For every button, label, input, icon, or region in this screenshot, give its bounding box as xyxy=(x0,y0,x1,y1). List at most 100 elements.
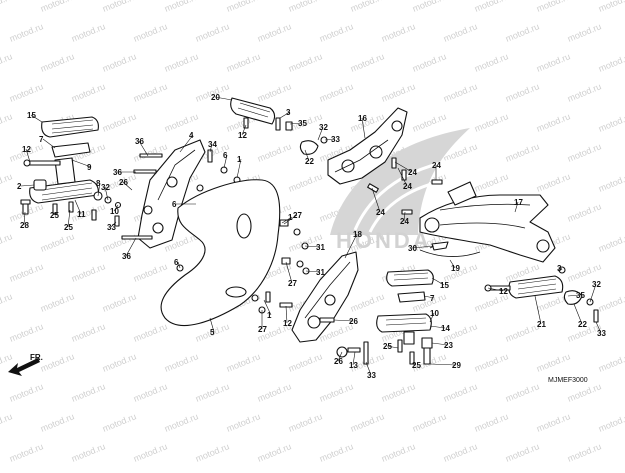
leader-line xyxy=(30,114,43,123)
leader-line xyxy=(431,342,449,346)
watermark-text: motod.ru xyxy=(0,51,14,74)
right-rider-bracket-18 xyxy=(291,251,359,343)
callout-12: 12 xyxy=(238,131,247,140)
leader-line xyxy=(53,211,56,216)
leader-line xyxy=(71,159,92,168)
leader-line xyxy=(386,345,399,349)
callout-36: 36 xyxy=(122,252,131,261)
leader-line xyxy=(304,245,321,248)
watermark-text: motod.ru xyxy=(163,51,200,74)
watermark-text: motod.ru xyxy=(194,441,231,464)
watermark-text: motod.ru xyxy=(132,321,169,344)
watermark-text: motod.ru xyxy=(566,441,603,464)
left-footpeg-rubber xyxy=(41,116,99,138)
watermark-text: motod.ru xyxy=(535,411,572,434)
leader-line xyxy=(305,270,321,273)
right-peg-10-14 xyxy=(376,313,432,345)
watermark-text: motod.ru xyxy=(504,441,541,464)
callout-33: 33 xyxy=(107,223,116,232)
watermark-text: motod.ru xyxy=(566,201,603,224)
watermark-text: motod.ru xyxy=(504,381,541,404)
leader-line xyxy=(42,138,56,149)
watermark-text: motod.ru xyxy=(70,201,107,224)
watermark-text: motod.ru xyxy=(566,81,603,104)
callout-3: 3 xyxy=(286,108,291,117)
left-small-bolts xyxy=(52,201,120,227)
watermark-text: motod.ru xyxy=(0,171,14,194)
callout-26: 26 xyxy=(119,178,128,187)
leader-line xyxy=(67,209,71,228)
watermark-text: motod.ru xyxy=(597,291,625,314)
callout-12: 12 xyxy=(22,145,31,154)
watermark-text: motod.ru xyxy=(597,411,625,434)
leader-line xyxy=(125,237,137,257)
watermark-text: motod.ru xyxy=(70,321,107,344)
callout-34: 34 xyxy=(208,140,217,149)
leader-line xyxy=(241,124,247,136)
watermark-text: motod.ru xyxy=(318,81,355,104)
left-pivot-bolt xyxy=(23,159,61,167)
callout-36: 36 xyxy=(113,168,122,177)
watermark-text: motod.ru xyxy=(411,411,448,434)
right-peg-plate-7 xyxy=(397,291,426,303)
leader-line xyxy=(423,295,435,299)
callout-27: 27 xyxy=(288,279,297,288)
callout-24: 24 xyxy=(403,182,412,191)
leader-line xyxy=(429,325,446,329)
leader-line xyxy=(560,267,563,271)
leader-line xyxy=(223,154,228,169)
leader-line xyxy=(365,361,372,376)
callout-13: 13 xyxy=(349,361,358,370)
pillion-step-bracket-17 xyxy=(419,181,556,263)
watermark-text: motod.ru xyxy=(411,51,448,74)
watermark-text: motod.ru xyxy=(597,351,625,374)
left-footpeg-bracket-plate xyxy=(51,142,91,158)
watermark-text: motod.ru xyxy=(0,0,14,14)
leader-line xyxy=(74,199,82,215)
diagram-code: MJMEF3000 xyxy=(548,377,588,384)
callout-36: 36 xyxy=(135,137,144,146)
brand-logo-text: HONDA xyxy=(336,228,432,253)
leader-line xyxy=(209,317,215,333)
watermark-text: motod.ru xyxy=(101,291,138,314)
watermark-text: motod.ru xyxy=(442,21,479,44)
watermark-text: motod.ru xyxy=(39,231,76,254)
left-bolt-28 xyxy=(20,199,31,215)
watermark-text: motod.ru xyxy=(287,51,324,74)
watermark-text: motod.ru xyxy=(101,411,138,434)
leader-line xyxy=(333,319,354,322)
leader-line xyxy=(411,245,435,249)
leader-line xyxy=(337,351,343,362)
callout-12: 12 xyxy=(499,287,508,296)
callout-10: 10 xyxy=(110,207,119,216)
leader-line xyxy=(122,181,133,191)
callout-21: 21 xyxy=(537,320,546,329)
callout-7: 7 xyxy=(430,294,435,303)
leader-line xyxy=(25,148,31,163)
leader-line xyxy=(449,259,456,269)
watermark-text: motod.ru xyxy=(132,441,169,464)
callout-1: 1 xyxy=(237,155,242,164)
leader-line xyxy=(589,283,597,303)
callout-14: 14 xyxy=(441,324,450,333)
leader-line xyxy=(285,305,288,324)
watermark-text: motod.ru xyxy=(535,111,572,134)
callout-16: 16 xyxy=(358,114,367,123)
callout-24: 24 xyxy=(400,217,409,226)
callout-32: 32 xyxy=(101,183,110,192)
leader-line xyxy=(285,261,293,284)
leader-line xyxy=(487,287,504,292)
watermark-text: motod.ru xyxy=(287,171,324,194)
callout-35: 35 xyxy=(576,291,585,300)
callout-27: 27 xyxy=(258,325,267,334)
watermark-text: motod.ru xyxy=(535,171,572,194)
callout-26: 26 xyxy=(349,317,358,326)
watermark-text: motod.ru xyxy=(8,441,45,464)
watermark-text: motod.ru xyxy=(101,51,138,74)
leader-lines xyxy=(20,96,602,376)
callout-6: 6 xyxy=(172,200,177,209)
watermark-text: motod.ru xyxy=(535,351,572,374)
heel-guard-plate xyxy=(160,179,281,327)
